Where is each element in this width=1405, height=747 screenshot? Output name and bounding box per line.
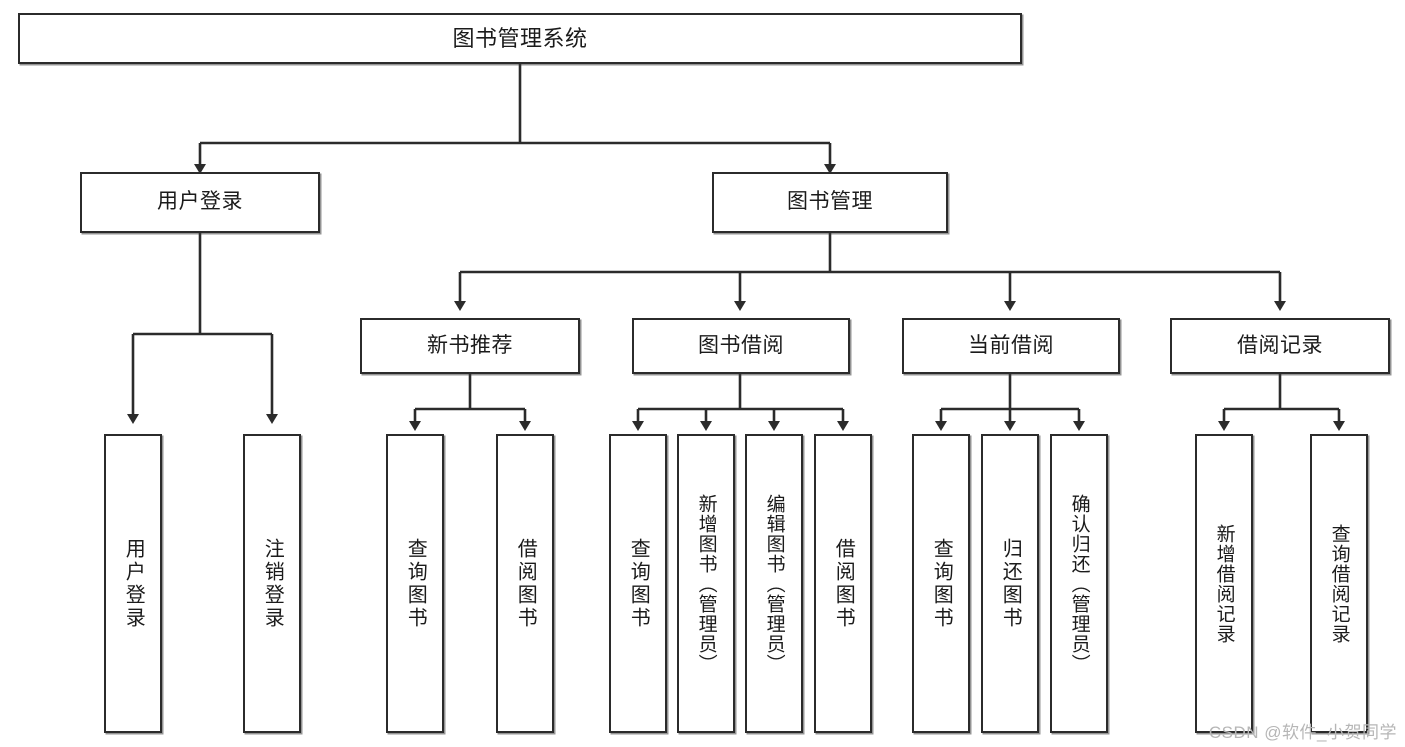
node-label: 借阅记录	[1237, 333, 1323, 357]
node-leaf-add-book[interactable]: 新增图书（管理员）	[677, 434, 735, 733]
node-root-book-management-system[interactable]: 图书管理系统	[18, 13, 1022, 64]
node-book-management[interactable]: 图书管理	[712, 172, 948, 233]
node-label: 图书管理系统	[452, 25, 588, 51]
node-book-borrow[interactable]: 图书借阅	[632, 318, 850, 374]
node-label: 新增图书（管理员）	[695, 493, 717, 674]
node-new-book-recommend[interactable]: 新书推荐	[360, 318, 580, 374]
node-label: 归还图书	[999, 537, 1022, 630]
csdn-watermark: CSDN @软件_小贺同学	[1208, 723, 1397, 742]
node-leaf-edit-book[interactable]: 编辑图书（管理员）	[745, 434, 803, 733]
node-leaf-return-book[interactable]: 归还图书	[981, 434, 1039, 733]
node-leaf-add-borrow-record[interactable]: 新增借阅记录	[1195, 434, 1253, 733]
node-label: 查询图书	[627, 537, 650, 630]
node-label: 图书借阅	[698, 333, 784, 357]
node-label: 图书管理	[787, 190, 873, 214]
node-leaf-query-book-3[interactable]: 查询图书	[912, 434, 970, 733]
node-leaf-query-book-2[interactable]: 查询图书	[609, 434, 667, 733]
node-label: 确认归还（管理员）	[1068, 493, 1090, 674]
node-leaf-query-book-1[interactable]: 查询图书	[386, 434, 444, 733]
node-leaf-user-login[interactable]: 用户登录	[104, 434, 162, 733]
node-label: 用户登录	[157, 190, 243, 214]
node-leaf-query-borrow-record[interactable]: 查询借阅记录	[1310, 434, 1368, 733]
node-label: 新书推荐	[427, 333, 513, 357]
node-label: 查询图书	[404, 537, 427, 630]
node-leaf-confirm-return[interactable]: 确认归还（管理员）	[1050, 434, 1108, 733]
node-label: 注销登录	[261, 537, 284, 630]
node-label: 用户登录	[122, 537, 145, 630]
node-label: 编辑图书（管理员）	[763, 493, 785, 674]
node-user-login[interactable]: 用户登录	[80, 172, 320, 233]
node-label: 查询图书	[930, 537, 953, 630]
node-label: 新增借阅记录	[1213, 523, 1235, 644]
node-label: 借阅图书	[514, 537, 537, 630]
node-leaf-borrow-book-1[interactable]: 借阅图书	[496, 434, 554, 733]
node-label: 借阅图书	[832, 537, 855, 630]
node-leaf-borrow-book-2[interactable]: 借阅图书	[814, 434, 872, 733]
node-label: 查询借阅记录	[1328, 523, 1350, 644]
node-leaf-logout[interactable]: 注销登录	[243, 434, 301, 733]
node-label: 当前借阅	[968, 333, 1054, 357]
node-borrow-record[interactable]: 借阅记录	[1170, 318, 1390, 374]
node-current-borrow[interactable]: 当前借阅	[902, 318, 1120, 374]
